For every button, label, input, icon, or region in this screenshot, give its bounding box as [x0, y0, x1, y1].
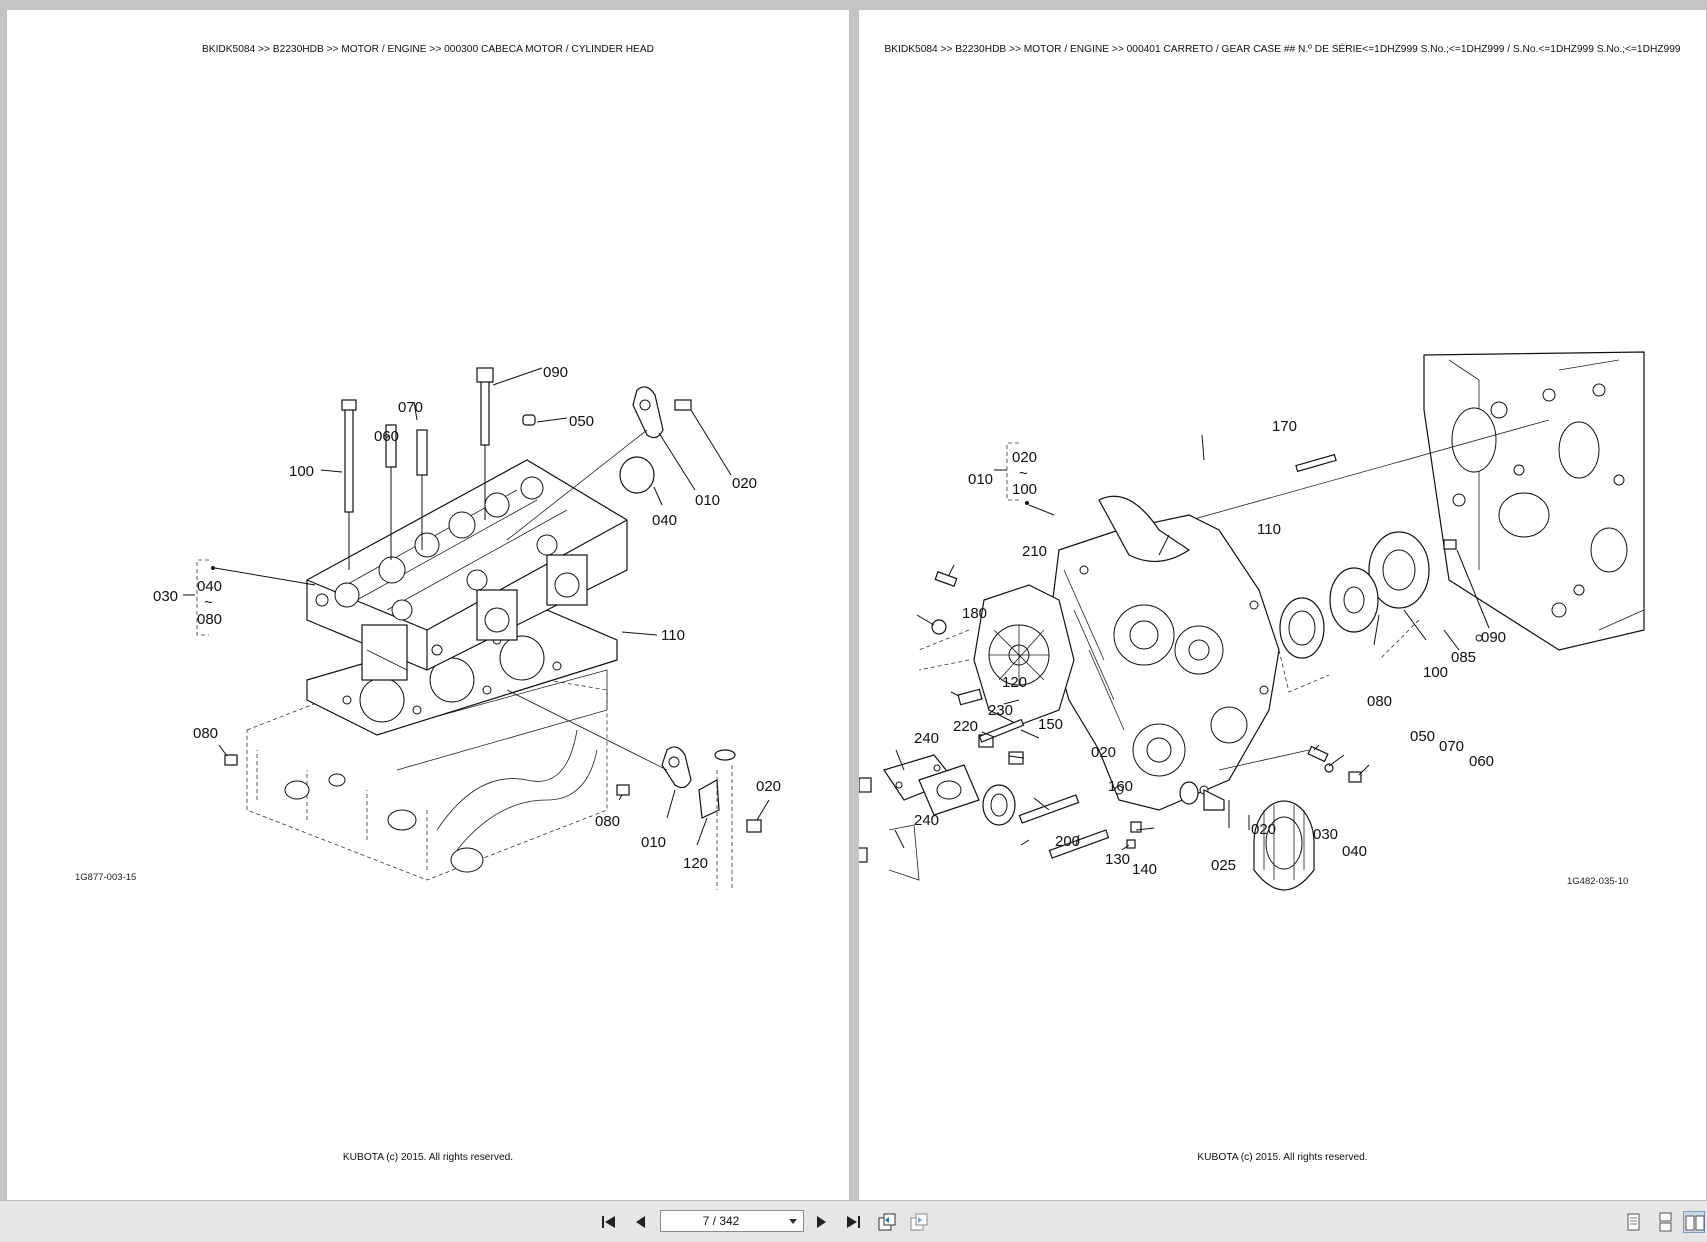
range-tilde: ~ — [204, 594, 213, 611]
callout-240-top: 240 — [914, 730, 939, 747]
callout-140: 140 — [1132, 861, 1157, 878]
callout-050: 050 — [1410, 728, 1435, 745]
callout-110: 110 — [1257, 521, 1281, 538]
callout-040-range: 040 — [197, 578, 222, 595]
callout-160: 160 — [1108, 778, 1133, 795]
callout-100: 100 — [289, 463, 314, 480]
gear-case-diagram: 170 010 020 ~ 100 110 210 180 090 085 10… — [859, 351, 1645, 891]
callout-090: 090 — [543, 364, 568, 381]
callout-010: 010 — [968, 471, 993, 488]
back-view-icon[interactable] — [876, 1211, 898, 1233]
page-number-field[interactable]: 7 / 342 — [660, 1210, 804, 1232]
cylinder-head-diagram: 090 070 050 060 100 020 010 040 030 040 … — [153, 364, 781, 890]
callout-080-left: 080 — [193, 725, 218, 742]
callout-130: 130 — [1105, 851, 1130, 868]
callout-060: 060 — [1469, 753, 1494, 770]
callout-020-range: 020 — [1012, 449, 1037, 466]
callout-110: 110 — [661, 627, 685, 644]
callout-230: 230 — [988, 702, 1013, 719]
callout-020-bottom: 020 — [756, 778, 781, 795]
callout-180: 180 — [962, 605, 987, 622]
callout-120: 120 — [683, 855, 708, 872]
callout-200: 200 — [1055, 833, 1080, 850]
range-tilde: ~ — [1019, 465, 1028, 482]
single-page-icon[interactable] — [1622, 1211, 1644, 1233]
callout-060: 060 — [374, 428, 399, 445]
callout-020-top: 020 — [732, 475, 757, 492]
callout-040: 040 — [1342, 843, 1367, 860]
callout-080: 080 — [1367, 693, 1392, 710]
page-indicator: 7 / 342 — [702, 1214, 740, 1228]
callout-080-range: 080 — [197, 611, 222, 628]
continuous-icon[interactable] — [1654, 1211, 1676, 1233]
callout-085: 085 — [1451, 649, 1476, 666]
right-figure-code: 1G482-035-10 — [1567, 876, 1629, 887]
callout-025: 025 — [1211, 857, 1236, 874]
left-page: BKIDK5084 >> B2230HDB >> MOTOR / ENGINE … — [7, 10, 849, 1200]
left-figure-code: 1G877-003-15 — [75, 872, 137, 883]
callout-030: 030 — [1313, 826, 1338, 843]
callout-040: 040 — [652, 512, 677, 529]
callout-090: 090 — [1481, 629, 1506, 646]
callout-010-bottom: 010 — [641, 834, 666, 851]
callout-070: 070 — [398, 399, 423, 416]
chevron-down-icon[interactable] — [789, 1219, 797, 1224]
first-page-icon[interactable] — [598, 1211, 620, 1233]
callout-070: 070 — [1439, 738, 1464, 755]
left-page-header: BKIDK5084 >> B2230HDB >> MOTOR / ENGINE … — [201, 44, 655, 55]
callout-030: 030 — [153, 588, 178, 605]
prev-page-icon[interactable] — [630, 1211, 652, 1233]
callout-150: 150 — [1038, 716, 1063, 733]
last-page-icon[interactable] — [842, 1211, 864, 1233]
left-page-footer: KUBOTA (c) 2015. All rights reserved. — [342, 1152, 514, 1163]
callout-050: 050 — [569, 413, 594, 430]
callout-240-bottom: 240 — [914, 812, 939, 829]
two-page-icon[interactable] — [1683, 1211, 1705, 1233]
callout-170: 170 — [1272, 418, 1297, 435]
right-page: BKIDK5084 >> B2230HDB >> MOTOR / ENGINE … — [859, 10, 1706, 1200]
viewer-toolbar: 7 / 342 — [0, 1200, 1707, 1242]
next-page-icon[interactable] — [810, 1211, 832, 1233]
callout-100-right: 100 — [1423, 664, 1448, 681]
callout-010-top: 010 — [695, 492, 720, 509]
callout-080-right: 080 — [595, 813, 620, 830]
callout-100-range: 100 — [1012, 481, 1037, 498]
callout-210: 210 — [1022, 543, 1047, 560]
forward-view-icon[interactable] — [908, 1211, 930, 1233]
callout-220: 220 — [953, 718, 978, 735]
callout-120: 120 — [1002, 674, 1027, 691]
right-page-header: BKIDK5084 >> B2230HDB >> MOTOR / ENGINE … — [884, 44, 1681, 55]
right-page-footer: KUBOTA (c) 2015. All rights reserved. — [1197, 1152, 1368, 1163]
callout-020-mid: 020 — [1091, 744, 1116, 761]
callout-020-lower: 020 — [1251, 821, 1276, 838]
